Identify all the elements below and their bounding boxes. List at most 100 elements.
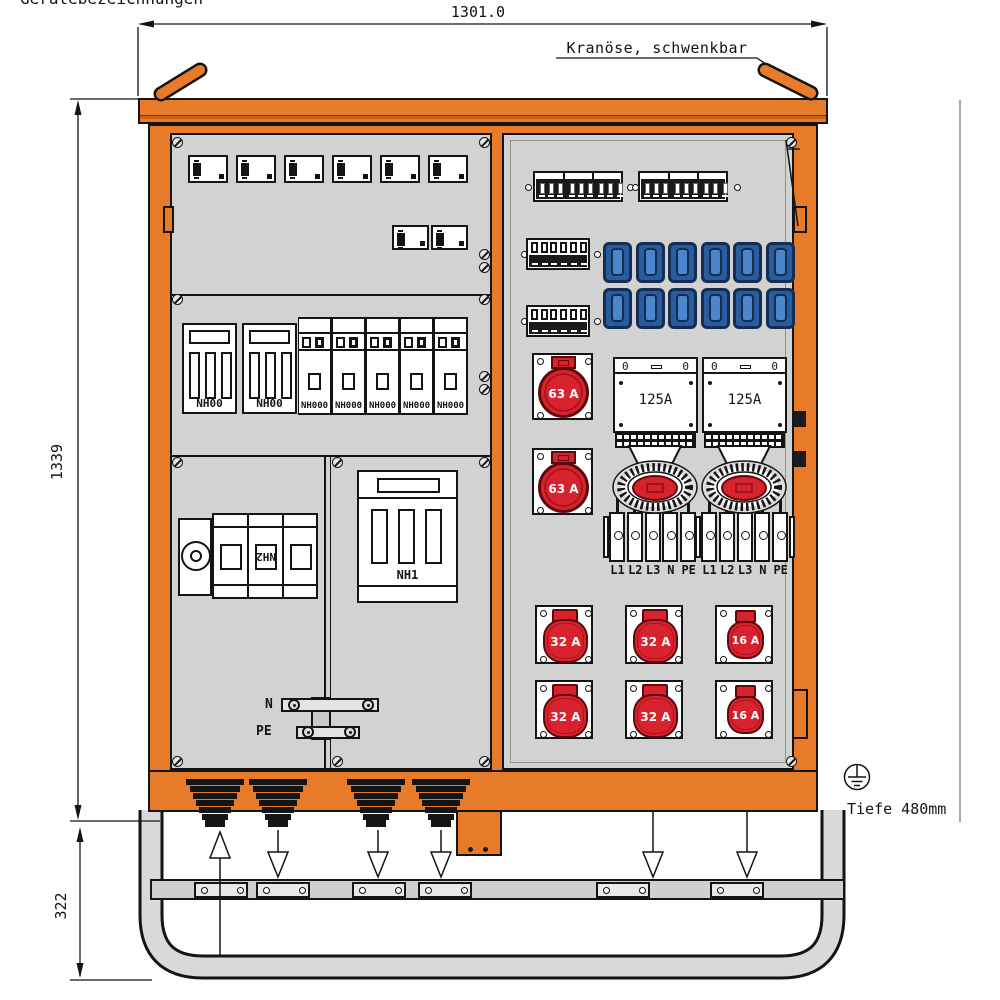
mini-breaker-mark	[551, 330, 558, 332]
height-dimension: 1339	[48, 98, 160, 822]
nh000-contact	[451, 337, 460, 348]
cee-socket-16a-label: 16 A	[731, 709, 760, 722]
terminal-wire-pin	[778, 495, 782, 513]
cable-gland-ring	[428, 813, 454, 820]
nh000-fuse-strip: NH000	[400, 317, 434, 415]
nh00-slot	[205, 352, 216, 399]
breaker-group	[533, 171, 623, 202]
cee-socket-blue-face	[676, 294, 690, 322]
unit-dot	[708, 423, 712, 427]
door-hinge-upper	[793, 411, 806, 427]
mini-breaker-toggle	[550, 309, 558, 320]
mini-breaker-toggle	[531, 309, 538, 320]
mini-breaker-mark	[541, 263, 548, 265]
cable-gland-ring	[199, 806, 231, 813]
plate-screw	[720, 656, 727, 663]
breaker-mark	[577, 195, 584, 197]
unit-dot	[778, 381, 782, 385]
mini-breaker-row	[526, 238, 590, 270]
nh000-contact	[417, 337, 426, 348]
terminal-wire-pin	[707, 495, 711, 513]
panel-screw	[172, 457, 183, 468]
terminal-label: L2	[628, 563, 643, 577]
nh00-slot	[221, 352, 232, 399]
flow-arrows	[208, 812, 759, 956]
nh2-window-1	[220, 544, 242, 570]
nh000-contact-band	[400, 332, 434, 351]
cable-gland-ring	[425, 806, 457, 813]
cable-gland-ring	[268, 820, 288, 827]
mini-breaker-mark	[580, 263, 587, 265]
terminal-label: PE	[681, 563, 696, 577]
bracket-bolt	[468, 847, 473, 852]
mini-breaker-mark	[561, 330, 568, 332]
nh00-slot	[249, 352, 260, 399]
breaker-toggle	[663, 183, 669, 194]
breaker-module-divider	[563, 173, 565, 179]
nh000-label: NH000	[402, 401, 431, 411]
panel-screw	[172, 137, 183, 148]
terminal-end-cap	[695, 516, 701, 558]
cable-gland-ring	[205, 820, 225, 827]
cable-gland-ring	[363, 813, 389, 820]
foot-plate-hole	[753, 887, 760, 894]
nh2-window-3	[290, 544, 312, 570]
nh2-rotary-handle	[181, 541, 211, 571]
meter-dot	[411, 174, 416, 179]
cee-socket-blue-face	[676, 248, 690, 276]
cee-socket-16a-body: 16 A	[727, 621, 764, 659]
cable-gland-ring	[431, 820, 451, 827]
breaker-toggle	[540, 183, 545, 194]
cabinet-roof	[138, 98, 828, 124]
panel-screw	[479, 137, 490, 148]
meter-dot	[420, 241, 425, 246]
breaker-mark	[644, 195, 650, 197]
breaker-toggle	[569, 183, 575, 194]
nh000-fuse-strip: NH000	[434, 317, 468, 415]
clipped-top-label: Gerätebezeichnungen	[20, 0, 240, 9]
breaker-mark	[616, 195, 623, 197]
breaker-group-body	[536, 179, 623, 199]
cee-socket-63a-label: 63 A	[548, 387, 579, 401]
top-slot	[740, 365, 751, 369]
cable-gland-ring	[186, 779, 244, 786]
cee-socket-blue-face	[741, 248, 755, 276]
nh2-rail-bottom	[213, 584, 317, 586]
meter-module	[284, 155, 324, 183]
width-dimension: 1301.0	[137, 3, 828, 96]
cable-gland-ring	[354, 792, 398, 799]
nh2-pole-divider-1	[247, 514, 249, 598]
breaker-mark	[653, 195, 660, 197]
fixing-screw	[632, 184, 639, 191]
plate-screw	[585, 358, 592, 365]
plate-screw	[765, 656, 772, 663]
nh000-contact	[336, 337, 345, 348]
terminal-wire-pin	[615, 495, 619, 513]
mini-breaker-mark	[541, 330, 548, 332]
crane-eyes	[153, 62, 819, 102]
cable-gland-ring	[422, 799, 460, 806]
cee-socket-16a-label: 16 A	[731, 634, 760, 647]
cee-socket-32a: 32 A	[535, 680, 593, 739]
cee-socket-63a: 63 A	[532, 353, 593, 420]
panel-screw	[479, 371, 490, 382]
cee-socket-blue	[733, 288, 763, 329]
cable-gland-ring	[249, 779, 307, 786]
height-dimension-text: 1339	[48, 444, 66, 480]
plate-screw	[540, 656, 547, 663]
fixing-screw	[594, 251, 601, 258]
breaker-module-divider	[592, 173, 594, 179]
meter-dot	[459, 241, 464, 246]
nh000-label: NH000	[436, 401, 465, 411]
cee-socket-32a-label: 32 A	[550, 710, 581, 724]
nh1-label: NH1	[396, 568, 419, 582]
cee-socket-blue	[603, 288, 632, 329]
unit-dot	[619, 423, 623, 427]
meter-module	[236, 155, 276, 183]
foot-plate	[352, 882, 406, 898]
depth-note: Tiefe 480mm	[847, 800, 947, 818]
cable-gland-ring	[357, 799, 395, 806]
nh00-label: NH00	[256, 397, 283, 410]
